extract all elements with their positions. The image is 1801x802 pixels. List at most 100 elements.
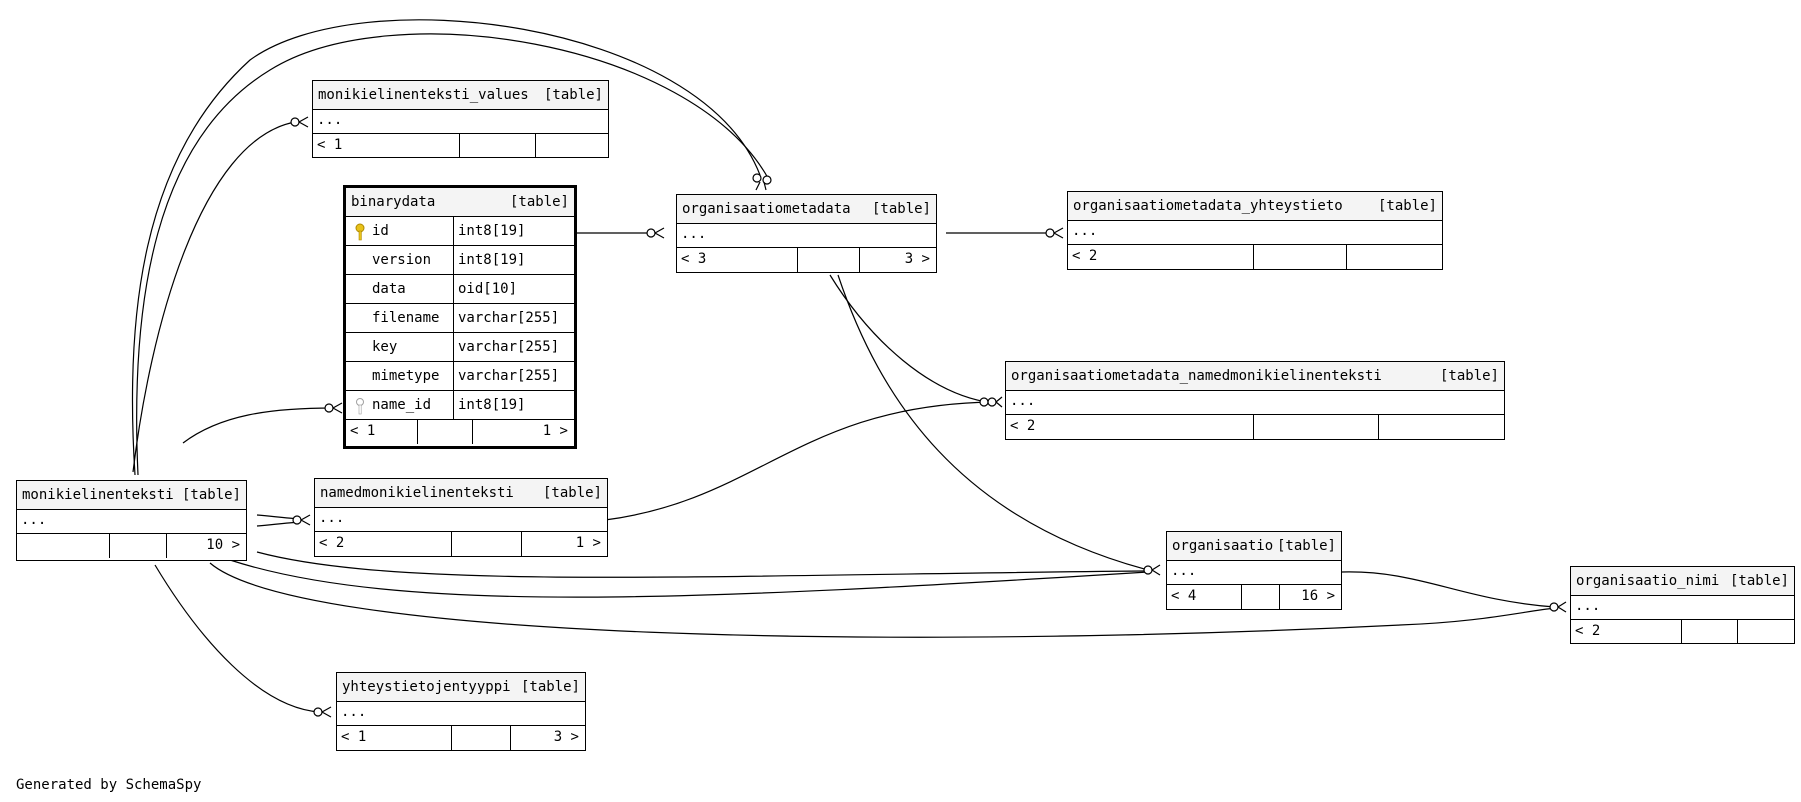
edge-monikielinenteksti-organisaatio-nimi [209,562,1556,638]
edge-monikielinenteksti-yhteystietojentyyppi [154,564,321,713]
parent-count: < 1 [341,729,367,745]
entity-name: organisaatiometadata [682,201,851,217]
collapsed-columns: ... [1171,563,1197,579]
edge-marker [995,396,1003,408]
edge-organisaatiometadata-namedmk [829,274,994,404]
collapsed-columns: ... [1010,393,1036,409]
table-tag: [table] [509,194,569,210]
column-type: int8[19] [458,397,526,413]
edge-monikielinenteksti-binarydata [182,407,334,444]
child-count: 3 > [904,251,930,267]
entity-yhteystietojentyyppi[interactable]: yhteystietojentyyppi[table] ... < 1 3 > [336,672,586,751]
child-count: 1 > [575,535,601,551]
table-tag: [table] [1729,573,1789,589]
collapsed-columns: ... [681,226,707,242]
parent-count: < 4 [1171,588,1197,604]
edge-marker [290,117,300,127]
entity-binarydata[interactable]: binarydata [table] id int8[19] version in… [343,185,577,449]
parent-count: < 1 [317,137,343,153]
table-tag: [table] [543,87,603,103]
column-row-name-id[interactable]: name_id int8[19] [346,391,574,420]
entity-name: namedmonikielinenteksti [320,485,514,501]
column-name: filename [372,310,440,326]
column-row-id[interactable]: id int8[19] [346,217,574,246]
edge-monikielinenteksti-organisaatio-1 [256,551,1149,578]
child-count: 16 > [1301,588,1335,604]
column-row-mimetype[interactable]: mimetype varchar[255] [346,362,574,391]
foreign-key-icon [356,398,364,415]
entity-organisaatio-nimi[interactable]: organisaatio_nimi[table] ... < 2 [1570,566,1795,644]
edge-marker [292,515,302,525]
table-tag: [table] [1276,538,1336,554]
collapsed-columns: ... [317,112,343,128]
column-type: varchar[255] [458,310,560,326]
entity-name: monikielinenteksti_values [318,87,529,103]
edge-marker [1151,564,1161,576]
column-name: id [372,223,389,239]
entity-name: organisaatiometadata_namedmonikielinente… [1011,368,1382,384]
edge-marker [1557,601,1567,613]
column-row-data[interactable]: data oid[10] [346,275,574,304]
edge-marker [987,397,997,407]
child-count: 10 > [206,537,240,553]
edge-marker [1143,565,1153,575]
edge-marker [646,228,656,238]
collapsed-columns: ... [1575,598,1601,614]
edge-organisaatiometadata-organisaatio [837,274,1149,571]
table-tag: [table] [1377,198,1437,214]
table-tag: [table] [1439,368,1499,384]
entity-name: organisaatio [1172,538,1274,554]
edge-monikielinenteksti-organisaatiometadata-1 [131,19,761,476]
edge-namedmk-orgmeta-namedmk [604,401,994,521]
entity-name: monikielinenteksti [22,487,174,503]
edge-marker [332,402,343,414]
column-row-key[interactable]: key varchar[255] [346,333,574,362]
parent-count: < 2 [1575,623,1601,639]
column-row-version[interactable]: version int8[19] [346,246,574,275]
parent-count: < 2 [1072,248,1098,264]
parent-count: < 3 [681,251,707,267]
column-name: key [372,339,398,355]
table-tag: [table] [542,485,602,501]
generated-by-footer: Generated by SchemaSpy [16,777,202,793]
edge-organisaatio-organisaatio-nimi [1341,571,1556,608]
entity-organisaatiometadata-namedmonikielinenteksti[interactable]: organisaatiometadata_namedmonikielinente… [1005,361,1505,440]
edge-marker [654,227,665,239]
entity-organisaatiometadata-yhteystieto[interactable]: organisaatiometadata_yhteystieto[table] … [1067,191,1443,270]
column-row-filename[interactable]: filename varchar[255] [346,304,574,333]
collapsed-columns: ... [319,510,345,526]
edge-marker [1045,228,1055,238]
edge-marker [313,707,323,717]
entity-name: yhteystietojentyyppi [342,679,511,695]
column-name: data [372,281,406,297]
parent-count: < 2 [1010,418,1036,434]
table-tag: [table] [181,487,241,503]
column-name: name_id [372,397,432,413]
entity-namedmonikielinenteksti[interactable]: namedmonikielinenteksti[table] ... < 2 1… [314,478,608,557]
entity-name: organisaatiometadata_yhteystieto [1073,198,1343,214]
column-name: mimetype [372,368,440,384]
entity-organisaatio[interactable]: organisaatio[table] ... < 4 16 > [1166,531,1342,610]
edge-marker [324,403,334,413]
collapsed-columns: ... [341,704,367,720]
table-tag: [table] [871,201,931,217]
child-count: 1 > [542,423,568,439]
edge-marker [755,181,767,191]
edge-monikielinenteksti-organisaatio-2 [229,559,1149,598]
entity-name: binarydata [351,194,436,210]
parent-count: < 1 [350,423,376,439]
entity-monikielinenteksti[interactable]: monikielinenteksti[table] ... 10 > [16,480,247,561]
primary-key-icon [355,223,365,241]
edge-marker [298,116,309,128]
edge-monikielinenteksti-organisaatiometadata-2 [136,33,769,476]
edge-marker [752,173,762,183]
column-name: version [372,252,432,268]
entity-monikielinenteksti-values[interactable]: monikielinenteksti_values [table] ... < 1 [312,80,609,158]
entity-organisaatiometadata[interactable]: organisaatiometadata [table] ... < 3 3 > [676,194,937,273]
edge-marker [762,175,772,185]
column-type: varchar[255] [458,368,560,384]
column-type: int8[19] [458,223,526,239]
edge-marker [300,514,311,526]
